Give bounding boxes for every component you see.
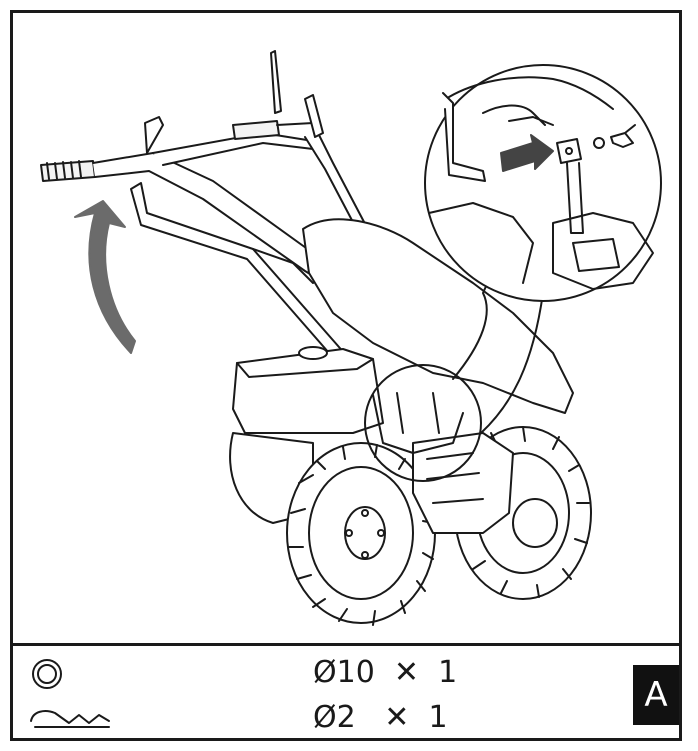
pin-block	[556, 138, 582, 164]
parts-row-washer: Ø10 ✕ 1	[13, 650, 573, 696]
rotate-up-arrow	[74, 200, 136, 354]
left-wheel	[286, 442, 436, 626]
cotter-pin-detail	[610, 124, 636, 148]
cotter-pin-spec: Ø2 ✕ 1	[313, 700, 448, 735]
parts-divider	[13, 643, 679, 646]
step-badge: A	[633, 665, 679, 725]
hairpin-cotter-pin-icon	[30, 710, 110, 728]
figure-frame	[10, 10, 682, 741]
washer-detail	[593, 137, 605, 149]
washer-icon	[32, 659, 62, 689]
parts-row-cotter-pin: Ø2 ✕ 1	[13, 695, 573, 741]
insert-direction-arrow	[500, 134, 554, 172]
tiller-body	[302, 218, 574, 414]
right-handle-grip	[232, 120, 280, 140]
detail-source-circle	[364, 364, 482, 482]
washer-spec: Ø10 ✕ 1	[313, 655, 458, 690]
engine-block	[232, 348, 384, 434]
magnified-detail	[424, 64, 662, 302]
tiller-assembly-illustration	[40, 50, 662, 626]
